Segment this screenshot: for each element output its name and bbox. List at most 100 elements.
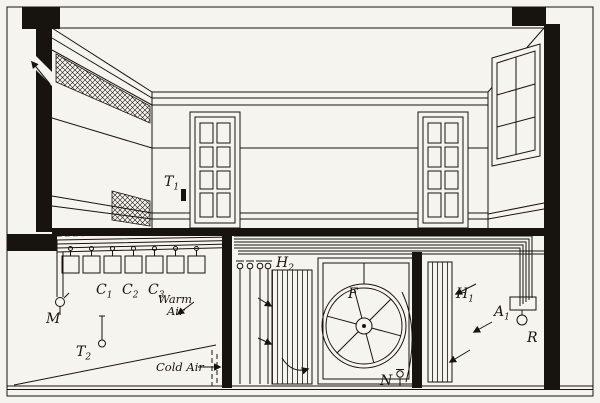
fan-chamber: F <box>317 257 415 385</box>
border-frame <box>6 6 594 397</box>
pipe-valve <box>256 260 264 384</box>
damper-box <box>166 246 185 274</box>
thermometer-bulb <box>98 339 106 348</box>
airflow-curl-arrow-icon <box>281 357 310 375</box>
door-panel <box>199 192 214 218</box>
damper-box <box>124 246 143 274</box>
label-warm-air-1: Warm <box>158 292 192 306</box>
door-left <box>189 111 241 229</box>
floor-lines <box>7 385 593 390</box>
warm-air-arrow-icon <box>176 301 195 315</box>
damper-box <box>61 246 80 274</box>
regulator-body <box>509 296 537 311</box>
valve-stem <box>396 369 404 386</box>
airflow-arrow-icon <box>454 283 477 295</box>
airflow-arrow-icon <box>472 321 493 333</box>
door-panel <box>199 170 214 190</box>
pipe-valve <box>236 260 244 384</box>
cold-air-inlet-hidden-lines <box>211 350 218 386</box>
left-wall-moulding-lines <box>51 37 153 220</box>
door-right <box>417 111 469 229</box>
door-panel <box>216 146 231 168</box>
regulator-zone: A1 R <box>448 296 538 363</box>
basement-left: C1 C2 C3 Warm Air M T2 Cold Air <box>13 246 222 386</box>
label-t1: T1 <box>164 174 179 193</box>
door-panel <box>427 146 442 168</box>
duct-line <box>234 241 527 302</box>
duct-line <box>234 235 533 298</box>
chimney-block-left <box>22 7 60 29</box>
door-panel <box>199 122 214 144</box>
door-panel <box>199 146 214 168</box>
door-panel <box>444 122 459 144</box>
thermometer-stem <box>99 315 105 340</box>
airflow-arrow-icon <box>257 337 273 345</box>
right-wall-baseboard-lines <box>487 202 545 220</box>
thermostat-t2 <box>98 315 106 348</box>
wall-grille-upper <box>55 53 151 124</box>
duct-line <box>234 247 521 306</box>
exhaust-arrow-icon <box>31 60 51 85</box>
label-n: N <box>379 373 393 389</box>
cold-air-ramp-line <box>13 344 217 386</box>
label-warm-air-2: Air <box>166 304 186 318</box>
fan-housing-inner <box>322 262 410 380</box>
label-h2: H2 <box>275 255 294 274</box>
label-c1: C1 <box>96 282 112 301</box>
basement-ceiling-lines <box>238 250 544 255</box>
valve-icon <box>396 370 404 378</box>
pipe-valve <box>264 260 272 384</box>
door-panel <box>427 170 442 190</box>
duct-line <box>234 244 524 304</box>
supply-valves <box>236 260 272 384</box>
door-panel <box>427 122 442 144</box>
duct-line <box>234 238 530 300</box>
floor-slab <box>52 228 544 236</box>
duct-hidden-line <box>56 232 233 237</box>
warm-air-branch-duct <box>56 232 233 297</box>
plenum-wall-column <box>222 236 232 388</box>
label-cold-air: Cold Air <box>156 360 205 374</box>
heater-section-h1: H1 <box>427 261 477 383</box>
door-panels <box>427 122 459 218</box>
chimney-block-right <box>512 7 546 26</box>
fan-scroll-casing <box>401 291 413 383</box>
label-m: M <box>45 311 61 327</box>
damper-box <box>103 246 122 274</box>
door-panel <box>216 122 231 144</box>
fan-housing-outer <box>317 257 415 385</box>
regulator-wheel <box>516 314 528 326</box>
window <box>491 43 541 167</box>
label-f: F <box>347 286 359 302</box>
fan-chamber-wall <box>412 252 422 388</box>
airflow-arrow-icon <box>257 297 273 307</box>
heating-coil-stack-h1 <box>427 261 453 383</box>
door-panel <box>444 146 459 168</box>
airflow-arrow-icon <box>448 349 471 363</box>
door-panel <box>216 192 231 218</box>
door-panels <box>199 122 231 218</box>
damper-box <box>187 246 206 274</box>
door-leaf <box>194 116 236 224</box>
basement-floor: N <box>7 369 593 390</box>
thermostat-icon <box>181 189 186 201</box>
back-wall-outline <box>151 91 489 228</box>
fan-rim-inner <box>325 287 403 365</box>
floor-beam-left <box>7 234 57 251</box>
door-frame <box>189 111 241 229</box>
thermostat-t1: T1 <box>164 174 186 201</box>
duct-lines <box>56 236 233 253</box>
label-a1: A1 <box>492 304 510 323</box>
label-r: R <box>526 330 538 346</box>
label-c3: C3 <box>148 282 165 301</box>
door-panel <box>216 170 231 190</box>
flue-opening <box>36 56 52 86</box>
right-wall <box>544 24 560 390</box>
drain-valve-n <box>396 369 404 386</box>
window-mullions <box>496 57 536 155</box>
fan-shaft-center <box>362 324 366 328</box>
pipe-valve <box>246 260 254 384</box>
label-t2: T2 <box>76 344 91 363</box>
